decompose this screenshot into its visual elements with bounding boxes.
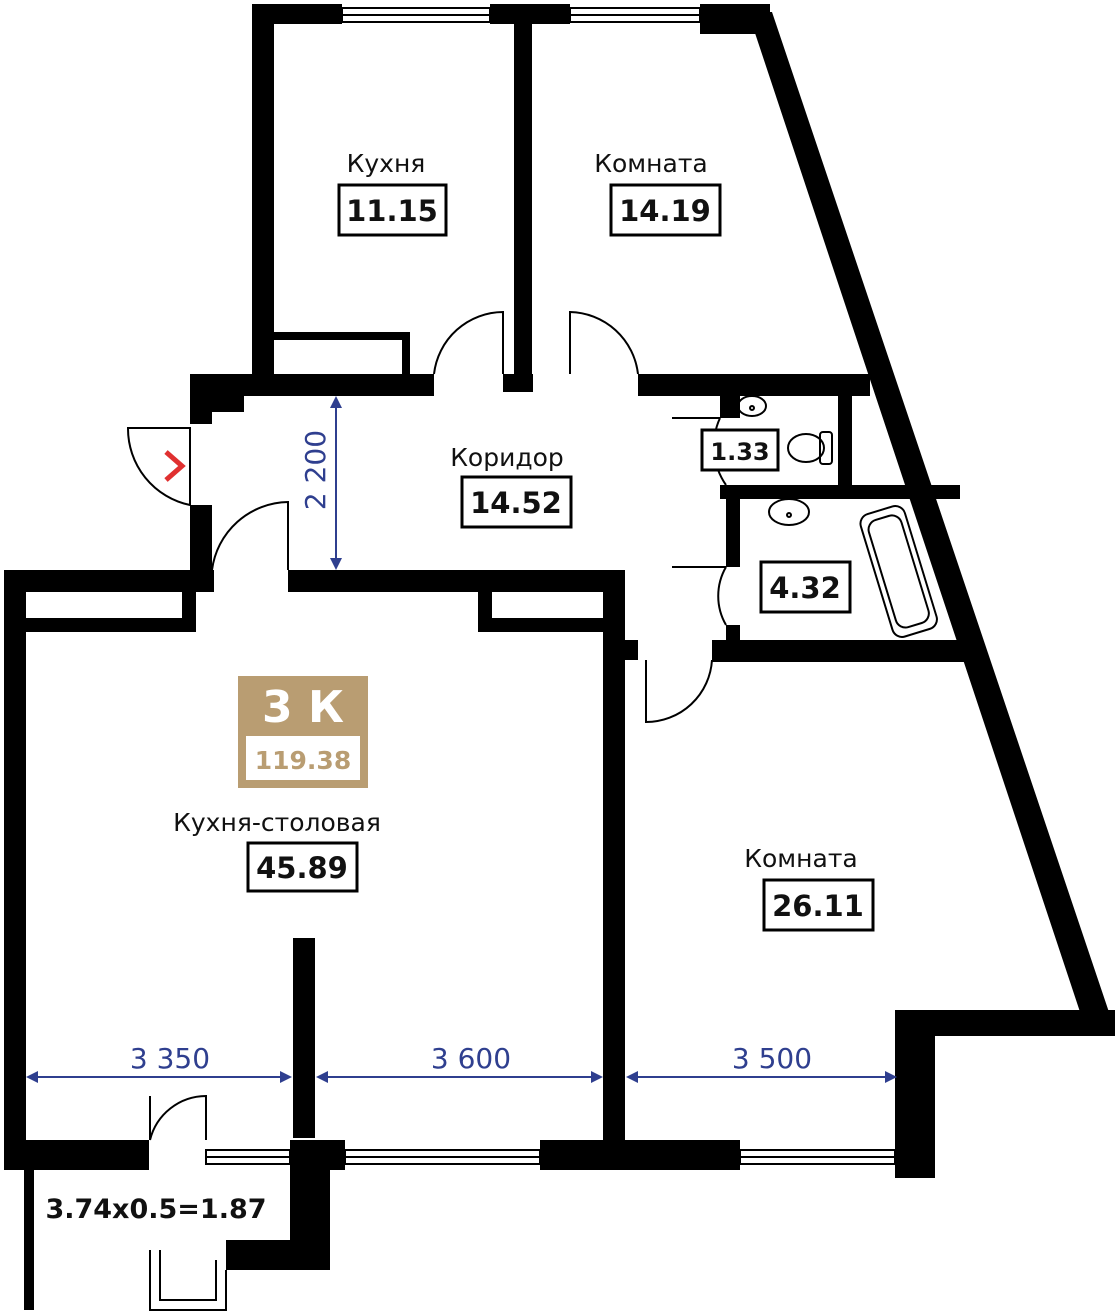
windows bbox=[149, 7, 896, 1311]
dimension-3500: 3 500 bbox=[732, 1042, 812, 1075]
toilet-icon bbox=[787, 431, 833, 465]
svg-text:14.52: 14.52 bbox=[470, 486, 562, 520]
entry-arrow-icon bbox=[164, 450, 186, 482]
svg-text:Комната: Комната bbox=[744, 844, 857, 873]
svg-text:26.11: 26.11 bbox=[772, 889, 864, 923]
room-bedroom-2: Комната 26.11 bbox=[744, 844, 875, 932]
bathtub-icon bbox=[859, 505, 938, 638]
room-bedroom-1: Комната 14.19 bbox=[594, 149, 722, 237]
room-bathroom: 4.32 bbox=[759, 560, 852, 614]
svg-text:1.33: 1.33 bbox=[710, 438, 769, 466]
svg-text:Кухня: Кухня bbox=[347, 149, 426, 178]
room-kitchen: Кухня 11.15 bbox=[337, 149, 448, 237]
svg-text:4.32: 4.32 bbox=[769, 571, 841, 605]
room-kitchen-dining: Кухня-столовая 45.89 bbox=[173, 808, 381, 893]
apartment-badge: 3 К 119.38 bbox=[238, 676, 368, 788]
svg-text:Кухня-столовая: Кухня-столовая bbox=[173, 808, 381, 837]
room-wc: 1.33 bbox=[700, 428, 780, 472]
room-balcony: 3.74x0.5=1.87 bbox=[45, 1194, 266, 1225]
total-area: 119.38 bbox=[255, 746, 351, 775]
svg-text:Коридор: Коридор bbox=[450, 443, 564, 472]
apartment-type: 3 К bbox=[262, 682, 344, 733]
dimension-3350: 3 350 bbox=[130, 1042, 210, 1075]
dimension-3600: 3 600 bbox=[431, 1042, 511, 1075]
svg-text:Комната: Комната bbox=[594, 149, 707, 178]
sink-icon bbox=[737, 395, 810, 526]
door-swings bbox=[126, 310, 727, 1141]
svg-text:14.19: 14.19 bbox=[619, 194, 711, 228]
room-corridor: Коридор 14.52 bbox=[450, 443, 573, 529]
walls bbox=[4, 4, 1115, 1310]
dimension-lines bbox=[26, 396, 897, 1083]
dimension-2200: 2 200 bbox=[299, 430, 332, 510]
svg-text:45.89: 45.89 bbox=[256, 851, 348, 885]
svg-text:11.15: 11.15 bbox=[346, 194, 438, 228]
svg-text:3.74x0.5=1.87: 3.74x0.5=1.87 bbox=[45, 1194, 266, 1225]
